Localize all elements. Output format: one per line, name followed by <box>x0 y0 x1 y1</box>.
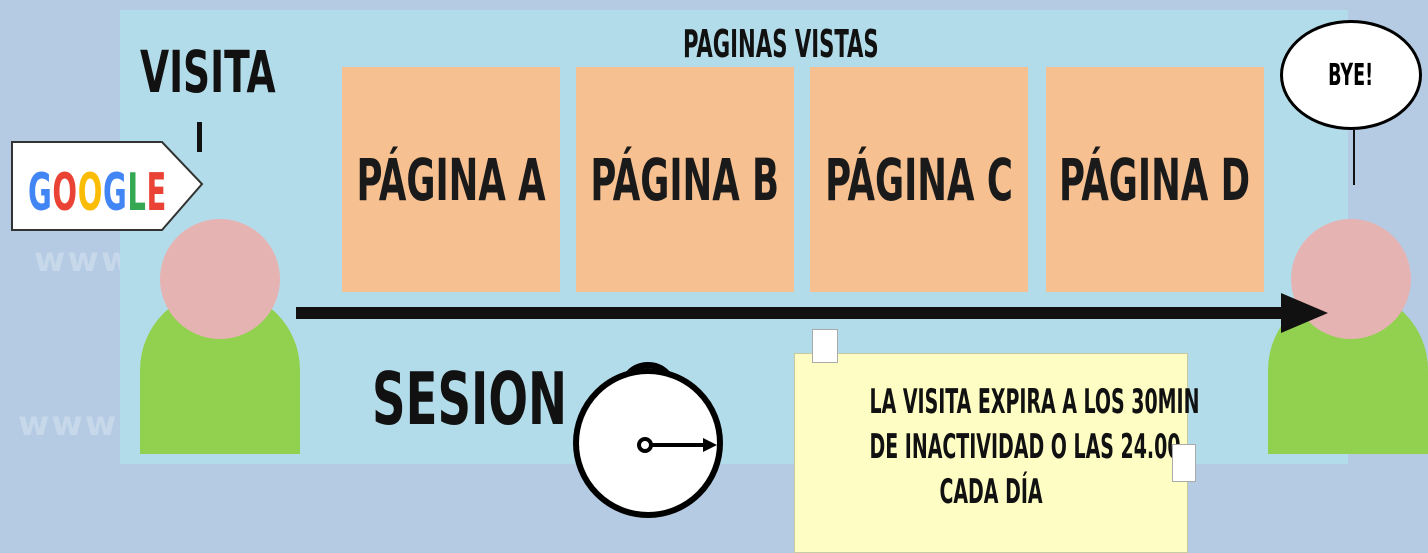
paginas-vistas-label: PAGINAS VISTAS <box>683 22 879 66</box>
page-box-b: PÁGINA B <box>576 67 794 292</box>
timeline-arrow <box>296 293 1328 333</box>
google-letter: E <box>146 163 167 223</box>
note-tab-right <box>1172 444 1196 482</box>
page-box-a: PÁGINA A <box>342 67 560 292</box>
page-label-a: PÁGINA A <box>356 145 546 214</box>
expiry-note: LA VISITA EXPIRA A LOS 30MIN DE INACTIVI… <box>794 353 1200 553</box>
page-label-c: PÁGINA C <box>825 145 1013 214</box>
source-tag-icon <box>11 141 204 231</box>
bubble-text: BYE! <box>1328 57 1374 93</box>
visita-marker <box>197 122 202 152</box>
google-letter: O <box>52 163 78 223</box>
note-line-1: LA VISITA EXPIRA A LOS 30MIN <box>869 382 1200 422</box>
page-box-d: PÁGINA D <box>1046 67 1264 292</box>
google-letter: L <box>127 163 147 223</box>
note-line-3: CADA DÍA <box>939 472 1043 512</box>
watermark-left-top: www <box>34 240 135 280</box>
watermark-left-bottom: www <box>18 404 119 444</box>
google-source-text: GOOGLE <box>28 163 167 223</box>
google-letter: O <box>77 163 103 223</box>
google-letter: G <box>102 163 128 223</box>
page-box-c: PÁGINA C <box>810 67 1028 292</box>
visita-label: VISITA <box>140 38 276 106</box>
visitor-head <box>160 219 280 339</box>
sesion-label: SESION <box>372 357 568 441</box>
speech-bubble-tail <box>1353 130 1355 185</box>
page-label-d: PÁGINA D <box>1059 145 1251 214</box>
google-letter: G <box>28 163 53 223</box>
stopwatch-icon <box>573 362 723 518</box>
note-line-2: DE INACTIVIDAD O LAS 24.00 <box>869 427 1181 467</box>
speech-bubble: BYE! <box>1280 20 1422 130</box>
page-label-b: PÁGINA B <box>590 145 780 214</box>
note-tab-top <box>812 329 838 363</box>
